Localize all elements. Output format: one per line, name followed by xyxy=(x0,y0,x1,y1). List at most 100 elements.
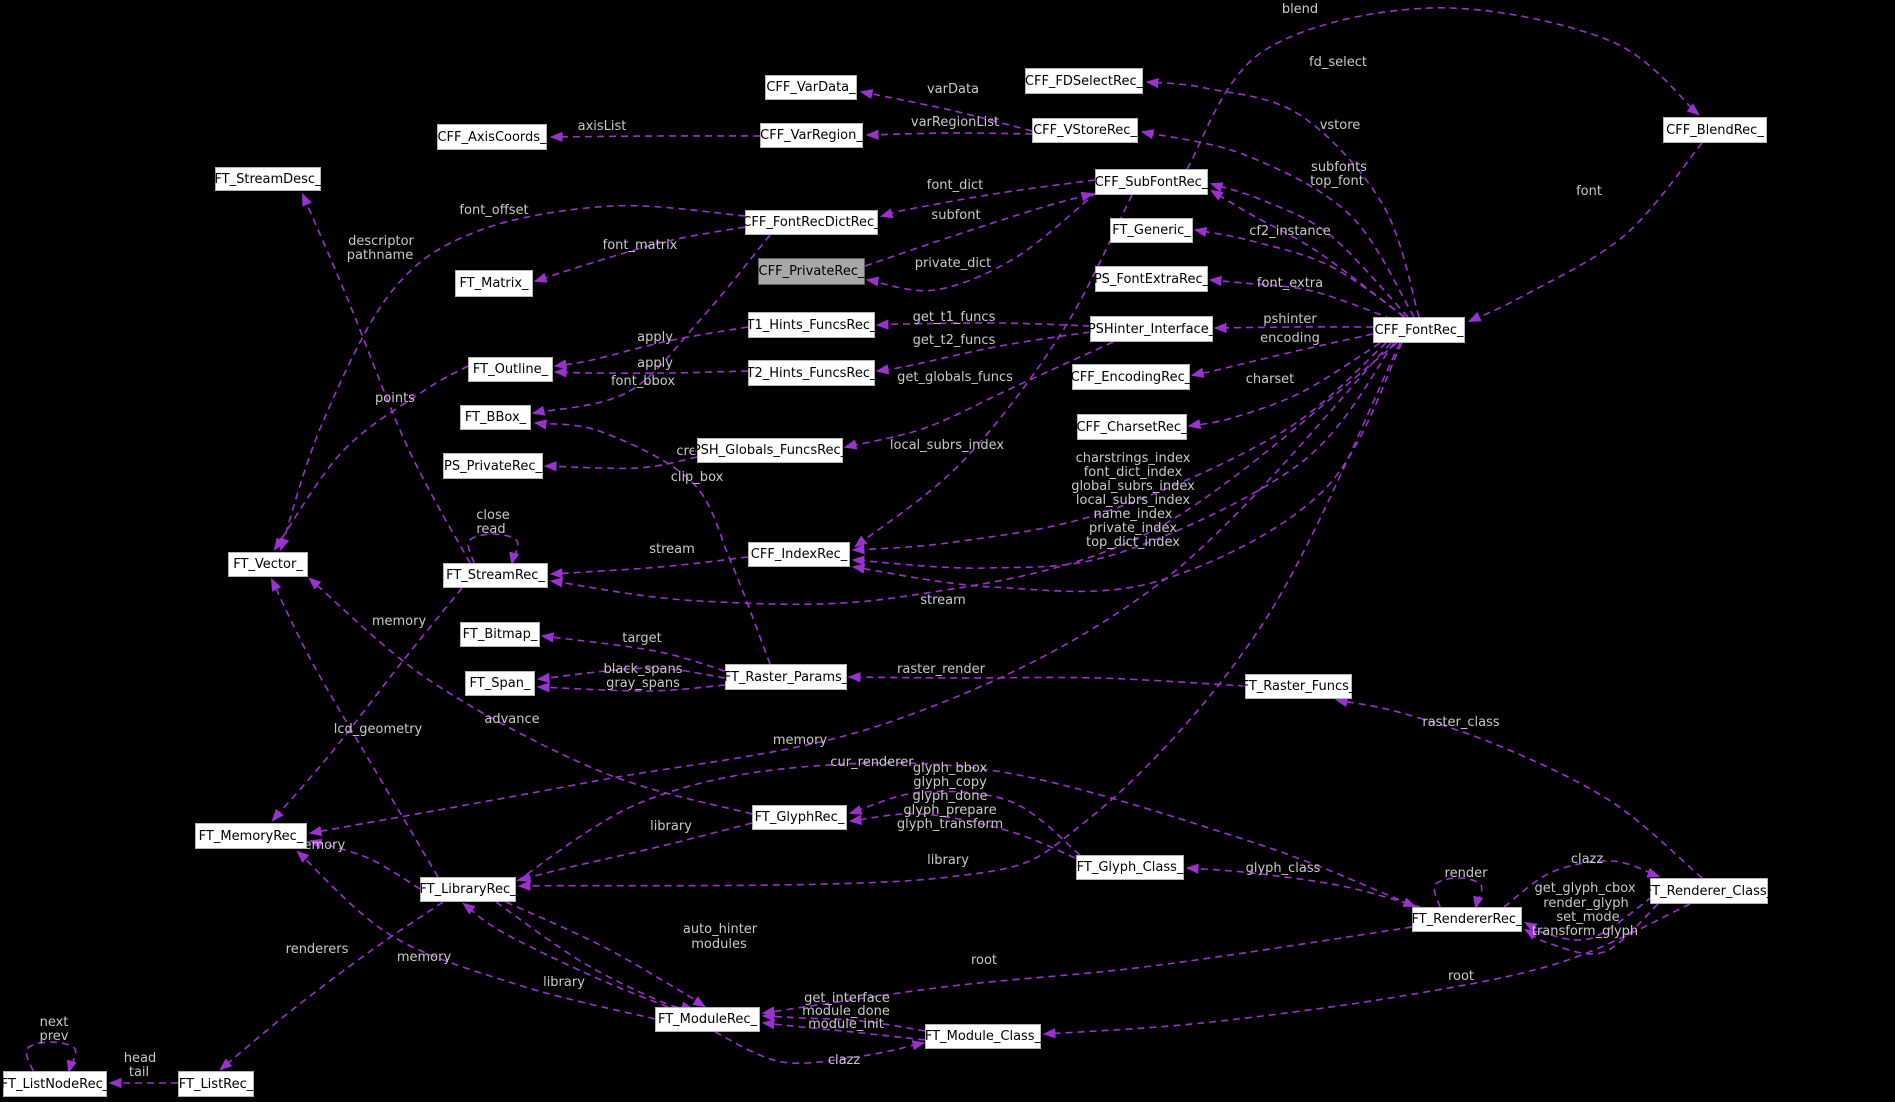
edge-font-extra xyxy=(1208,275,1393,320)
node-ft-modulerec[interactable]: FT_ModuleRec_ xyxy=(655,1007,760,1032)
edge-label-close-read: close xyxy=(476,508,510,523)
node-ft-listrec[interactable]: FT_ListRec_ xyxy=(178,1071,254,1097)
edge-glyph-funcs-2 xyxy=(848,812,1087,864)
node-psh-globals-funcsrec[interactable]: PSH_Globals_FuncsRec_ xyxy=(693,438,847,463)
node-cff-encodingrec[interactable]: CFF_EncodingRec_ xyxy=(1071,364,1191,390)
node-cff-charsetrec[interactable]: CFF_CharsetRec_ xyxy=(1076,414,1188,440)
edge-fd-select xyxy=(1145,77,1420,318)
edge-module-funcs-2 xyxy=(761,1019,926,1041)
edge-label-indexes-1: font_dict_index xyxy=(1083,465,1183,480)
edge-get-globals-funcs xyxy=(843,341,1114,450)
edge-black-spans xyxy=(536,667,726,684)
edge-label-clazz-module: clazz xyxy=(827,1053,861,1068)
node-cff-vardata[interactable]: CFF_VarData_ xyxy=(765,75,857,100)
edge-label-module-funcs-1: module_init xyxy=(808,1017,884,1032)
node-cff-fontrecdictrec[interactable]: CFF_FontRecDictRec_ xyxy=(742,210,881,235)
edge-label-next-prev: next xyxy=(39,1015,69,1030)
node-cff-vstorerec[interactable]: CFF_VStoreRec_ xyxy=(1032,118,1138,143)
node-ft-raster-params[interactable]: FT_Raster_Params_ xyxy=(724,664,848,690)
node-cff-indexrec[interactable]: CFF_IndexRec_ xyxy=(748,542,850,567)
edge-modules xyxy=(495,901,695,1012)
node-cff-varregion[interactable]: CFF_VarRegion_ xyxy=(760,123,863,148)
edge-label-descriptor-pathname: descriptor xyxy=(348,234,414,249)
node-ft-bbox[interactable]: FT_BBox_ xyxy=(460,405,531,430)
edge-label-auto-hinter: auto_hinter xyxy=(682,922,758,937)
edge-label-get-t1-funcs: get_t1_funcs xyxy=(912,310,996,325)
node-cff-blendrec[interactable]: CFF_BlendRec_ xyxy=(1663,117,1767,143)
node-ft-libraryrec[interactable]: FT_LibraryRec_ xyxy=(419,877,517,902)
edge-local-subrs-index xyxy=(854,194,1133,548)
edge-label-vardata: varData xyxy=(926,82,980,97)
edge-label-descriptor-pathname: pathname xyxy=(346,248,414,263)
node-ft-memoryrec[interactable]: FT_MemoryRec_ xyxy=(195,823,307,849)
edge-vstore xyxy=(1140,129,1415,318)
node-ft-renderer-class[interactable]: FT_Renderer_Class_ xyxy=(1645,878,1773,904)
node-ft-glyphrec[interactable]: FT_GlyphRec_ xyxy=(752,805,847,830)
edge-label-lcd-geometry: lcd_geometry xyxy=(333,722,423,737)
edge-render xyxy=(1433,877,1484,910)
edge-label-font-extra: font_extra xyxy=(1256,276,1324,291)
node-ft-streamrec[interactable]: FT_StreamRec_ xyxy=(443,563,548,588)
edge-label-subfont: subfont xyxy=(931,208,981,223)
node-ft-generic[interactable]: FT_Generic_ xyxy=(1110,218,1193,243)
node-ft-glyph-class[interactable]: FT_Glyph_Class_ xyxy=(1076,855,1184,880)
edge-label-apply-t1: apply xyxy=(637,330,673,345)
node-ft-vector[interactable]: FT_Vector_ xyxy=(228,552,308,577)
edge-create xyxy=(543,456,698,472)
edge-label-get-t2-funcs: get_t2_funcs xyxy=(912,333,996,348)
edge-label-indexes-1: global_subrs_index xyxy=(1071,479,1195,494)
edge-label-render: render xyxy=(1444,866,1488,881)
node-cff-subfontrec[interactable]: CFF_SubFontRec_ xyxy=(1095,169,1208,195)
edge-stream-index xyxy=(549,556,749,579)
node-ft-raster-funcs[interactable]: FT_Raster_Funcs_ xyxy=(1242,674,1355,699)
edge-root-renderer xyxy=(761,926,1413,1017)
node-ft-bitmap[interactable]: FT_Bitmap_ xyxy=(460,622,540,647)
node-ft-span[interactable]: FT_Span_ xyxy=(465,671,535,696)
edge-label-indexes-1: charstrings_index xyxy=(1075,451,1191,466)
edge-label-modules: modules xyxy=(691,937,747,952)
edge-label-raster-render: raster_render xyxy=(897,662,985,677)
edge-renderer-funcs-1 xyxy=(1523,896,1653,941)
edge-memory-module xyxy=(296,850,656,1020)
edge-subfonts xyxy=(1209,182,1409,318)
edge-varregionlist xyxy=(865,129,1033,140)
node-ft-listnoderec[interactable]: FT_ListNodeRec_ xyxy=(1,1071,109,1097)
node-t1-hints-funcsrec[interactable]: T1_Hints_FuncsRec_ xyxy=(747,312,876,338)
edge-label-clip-box: clip_box xyxy=(670,470,724,485)
node-cff-axiscoords[interactable]: CFF_AxisCoords_ xyxy=(437,124,547,150)
edge-label-root-class: root xyxy=(1447,969,1475,984)
node-ft-streamdesc[interactable]: FT_StreamDesc_ xyxy=(214,167,322,191)
node-cff-fontrec[interactable]: CFF_FontRec_ xyxy=(1373,317,1465,343)
edge-label-memory-module: memory xyxy=(396,950,452,965)
edge-label-clazz-renderer: clazz xyxy=(1570,852,1604,867)
edge-cf2-instance xyxy=(1193,226,1406,318)
node-ps-fontextrarec[interactable]: PS_FontExtraRec_ xyxy=(1094,266,1209,292)
node-cff-fdselectrec[interactable]: CFF_FDSelectRec_ xyxy=(1025,68,1143,94)
edge-font-matrix xyxy=(533,226,746,283)
node-ps-privaterec[interactable]: PS_PrivateRec_ xyxy=(443,453,543,479)
edge-label-get-globals-funcs: get_globals_funcs xyxy=(897,370,1013,385)
edge-label-cur-renderer: cur_renderer xyxy=(830,755,914,770)
edge-memory-font xyxy=(308,342,1392,837)
edge-font-dict xyxy=(879,179,1096,219)
node-ft-matrix[interactable]: FT_Matrix_ xyxy=(455,270,533,297)
edge-label-blend: blend xyxy=(1281,2,1319,17)
edge-renderers xyxy=(219,901,444,1071)
edge-label-head-tail: head xyxy=(123,1051,157,1066)
node-pshinter-interface[interactable]: PSHinter_Interface_ xyxy=(1088,316,1215,342)
edge-label-pshinter: pshinter xyxy=(1263,312,1317,327)
edge-label-glyph-funcs-1: glyph_prepare xyxy=(903,803,997,818)
node-ft-rendererrec[interactable]: FT_RendererRec_ xyxy=(1411,907,1523,932)
edge-label-module-funcs-1: get_interface xyxy=(804,991,890,1006)
edge-label-memory-stream: memory xyxy=(371,614,427,629)
edge-axislist xyxy=(549,131,761,143)
edge-label-raster-class: raster_class xyxy=(1422,715,1500,730)
edge-lcd-geometry xyxy=(270,577,439,878)
node-t2-hints-funcsrec[interactable]: T2_Hints_FuncsRec_ xyxy=(747,360,876,386)
edge-target xyxy=(540,632,726,672)
node-ft-module-class[interactable]: FT_Module_Class_ xyxy=(925,1024,1041,1049)
edge-close-read xyxy=(467,533,520,566)
edge-indexes-2 xyxy=(851,342,1395,569)
node-ft-outline[interactable]: FT_Outline_ xyxy=(468,357,553,382)
